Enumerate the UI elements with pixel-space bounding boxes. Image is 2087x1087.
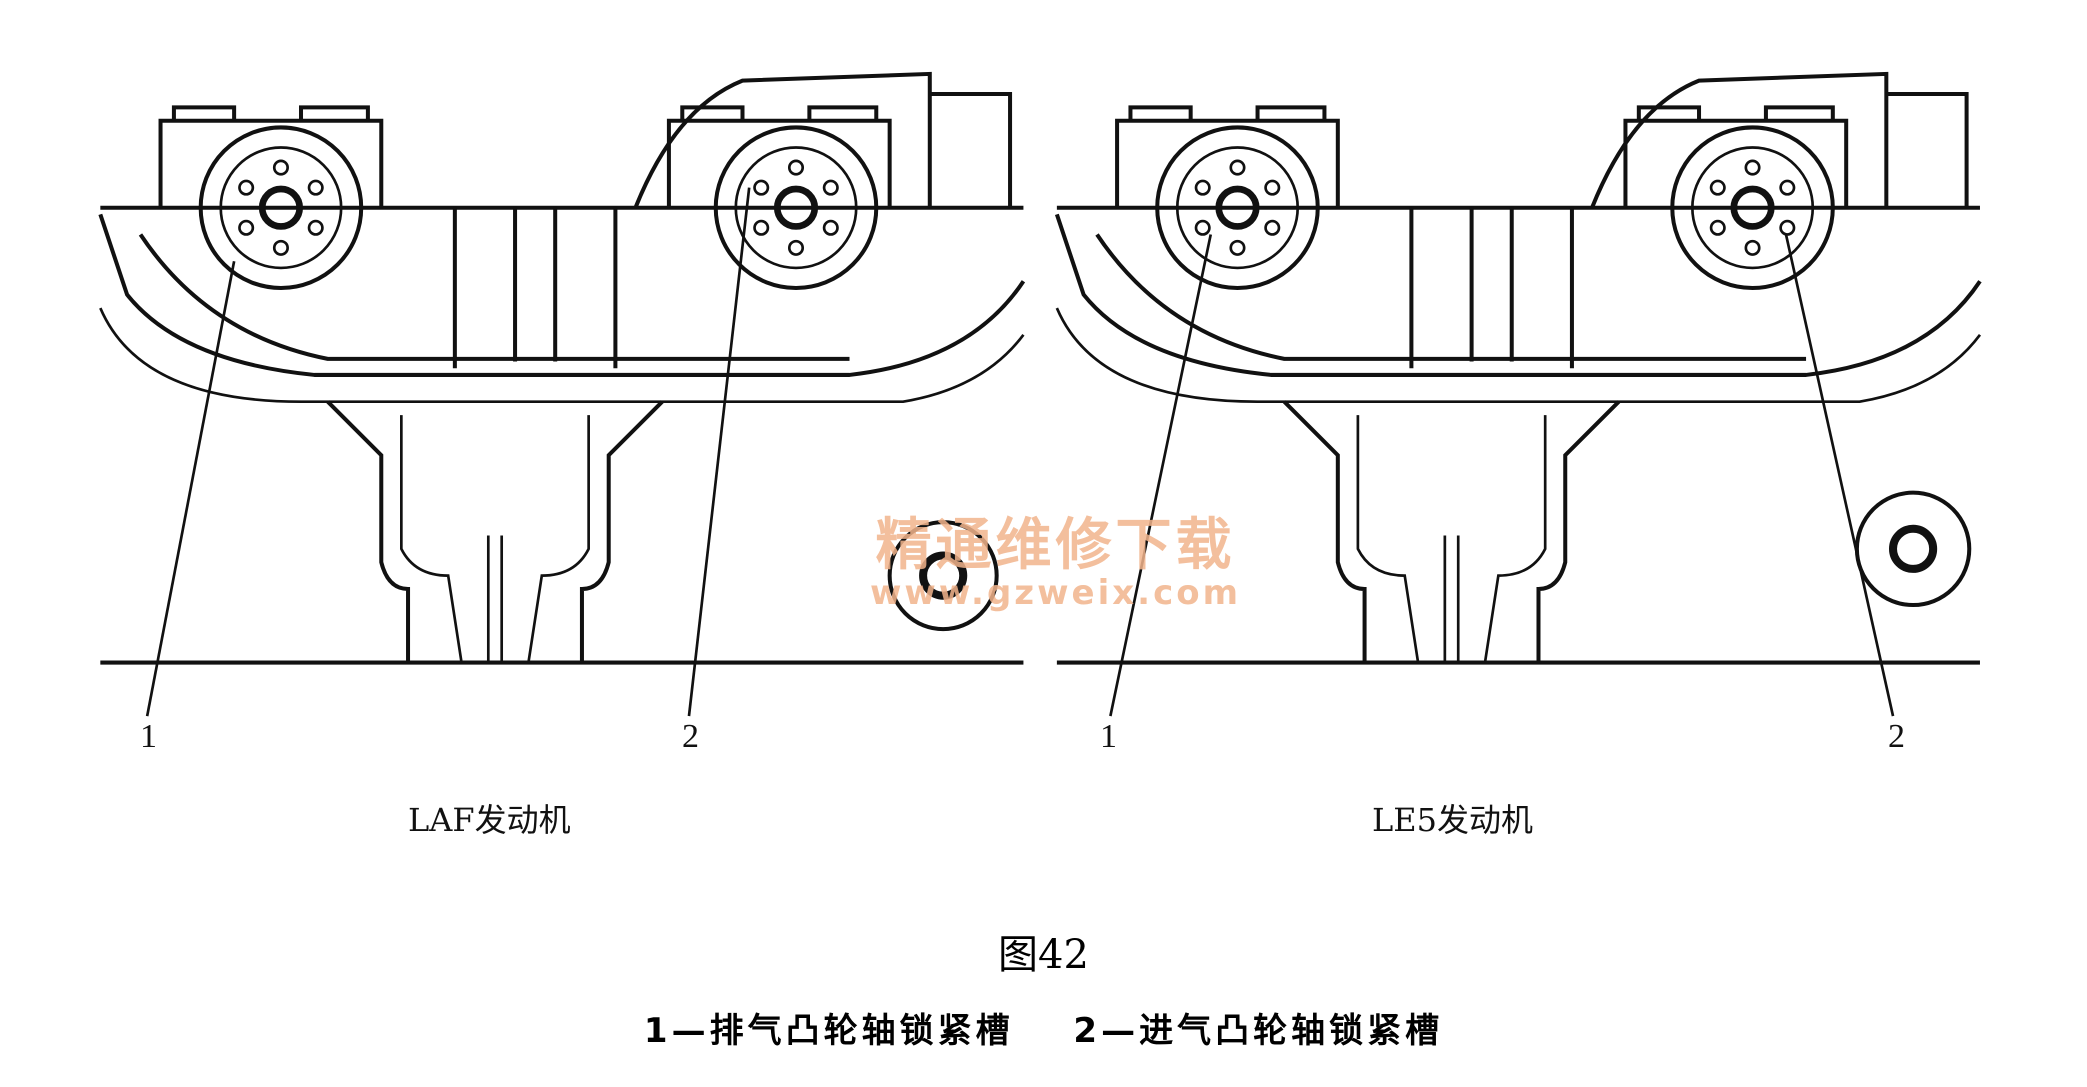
callout-line-2	[687, 187, 751, 717]
callout-2-right: 2	[1888, 718, 1905, 755]
side-pulley-drawing	[887, 520, 999, 632]
legend-item-1: 1—排气凸轮轴锁紧槽	[643, 1011, 1014, 1051]
callout-line-1	[1109, 234, 1213, 717]
callout-2-left: 2	[682, 718, 699, 755]
side-pulley-drawing	[1854, 490, 1972, 608]
le5-engine-drawing	[1057, 74, 1980, 717]
callout-1-left: 1	[140, 718, 157, 755]
callout-line-1	[145, 260, 236, 717]
laf-engine-drawing	[100, 74, 1023, 717]
callout-line-2	[1784, 234, 1895, 717]
legend-item-2: 2—进气凸轮轴锁紧槽	[1073, 1011, 1444, 1051]
callout-1-right: 1	[1100, 718, 1117, 755]
figure-legend: 1—排气凸轮轴锁紧槽 2—进气凸轮轴锁紧槽	[0, 1003, 2087, 1052]
laf-engine-title: LAF发动机	[408, 801, 571, 839]
le5-engine-title: LE5发动机	[1372, 801, 1533, 839]
figure-number: 图42	[998, 932, 1089, 978]
